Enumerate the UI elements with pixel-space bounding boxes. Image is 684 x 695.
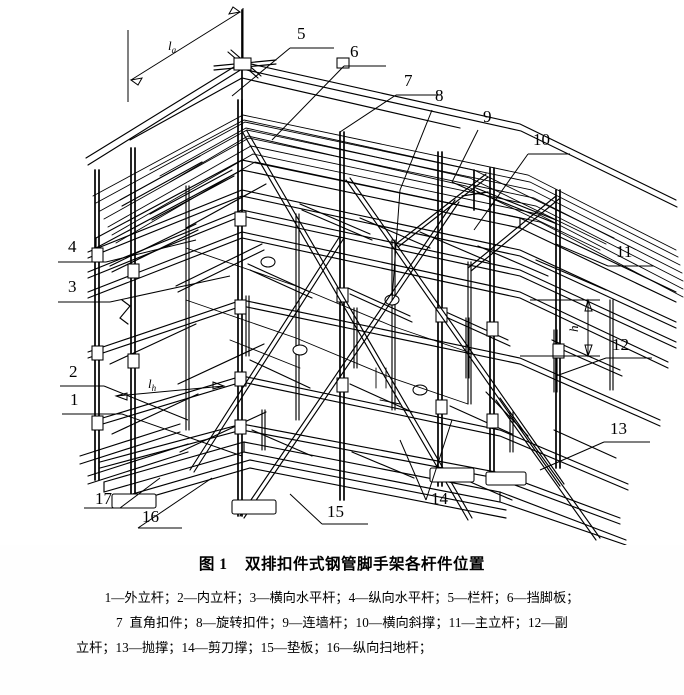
outrigger-raker — [485, 391, 601, 541]
callout-11-label: 11 — [616, 242, 632, 261]
callout-2-label: 2 — [69, 362, 78, 381]
callout-1-label: 1 — [70, 390, 79, 409]
callout-17-label: 17 — [95, 489, 113, 508]
callout-4-label: 4 — [68, 237, 77, 256]
callout-9-label: 9 — [483, 107, 492, 126]
base-sole-boards — [79, 423, 627, 545]
figure-caption-block: 图 1 双排扣件式钢管脚手架各杆件位置 1—外立杆；2—内立杆；3—横向水平杆；… — [0, 552, 684, 660]
mid-detail-panel — [375, 367, 387, 389]
toe-boards — [95, 159, 677, 303]
scaffold-diagram: .t { stroke:#000; stroke-width:1.15; fil… — [58, 6, 684, 545]
dimension-labels: la lh h — [148, 38, 581, 393]
figure-title: 图 1 双排扣件式钢管脚手架各杆件位置 — [198, 556, 486, 573]
callout-8-label: 8 — [435, 86, 444, 105]
break-symbol — [119, 299, 131, 325]
callout-15-label: 15 — [327, 502, 344, 521]
legend-line-3: 立杆；13—抛撑；14—剪刀撑；15—垫板；16—纵向扫地杆； — [76, 640, 433, 655]
callout-6-label: 6 — [350, 42, 359, 61]
transverse-diagonal-brace — [395, 173, 560, 272]
dimension-lh — [114, 381, 226, 401]
callout-10-label: 10 — [533, 130, 550, 149]
callout-5-label: 5 — [297, 24, 306, 43]
dimension-la — [127, 6, 244, 102]
callout-12-label: 12 — [612, 335, 629, 354]
dimension-lh-label: lh — [148, 376, 157, 393]
scaffold-line-drawing: .t { stroke:#000; stroke-width:1.15; fil… — [58, 6, 684, 545]
dimension-h — [520, 298, 600, 358]
callout-7-label: 7 — [404, 71, 413, 90]
wall-tie-rod — [461, 169, 558, 225]
legend-line-1: 1—外立杆；2—内立杆；3—横向水平杆；4—纵向水平杆；5—栏杆；6—挡脚板； — [104, 590, 580, 605]
figure-legend: 1—外立杆；2—内立杆；3—横向水平杆；4—纵向水平杆；5—栏杆；6—挡脚板； … — [0, 585, 684, 660]
callout-3-label: 3 — [68, 277, 77, 296]
leader-lines — [58, 47, 654, 529]
callout-14-label: 14 — [431, 489, 449, 508]
dimension-la-label: la — [168, 38, 177, 55]
inner-framing-detail — [185, 247, 469, 405]
callout-13-label: 13 — [610, 419, 627, 438]
scissor-braces — [189, 130, 565, 521]
callout-16-label: 16 — [142, 507, 159, 526]
dimension-h-label: h — [566, 326, 581, 333]
legend-line-2: 7 直角扣件；8—旋转扣件；9—连墙杆；10—横向斜撑；11—主立杆；12—副 — [116, 615, 568, 630]
callout-numbers: 1 2 3 4 5 6 7 8 9 10 11 12 13 14 15 16 1… — [68, 24, 632, 526]
